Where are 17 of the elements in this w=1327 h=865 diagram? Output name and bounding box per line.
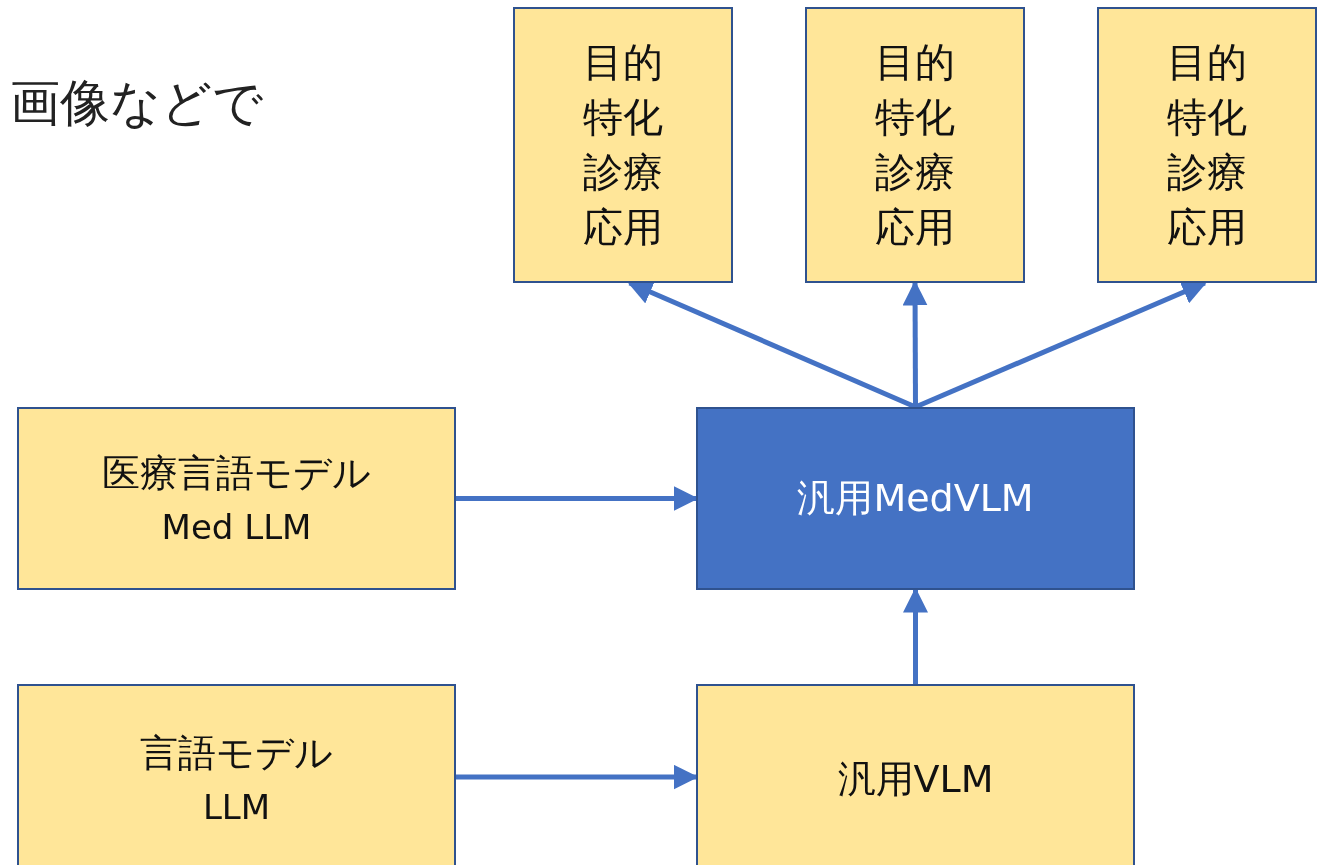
application-box (513, 7, 733, 283)
box-subtitle: LLM (202, 786, 271, 829)
heading-text: 画像などで (10, 73, 263, 134)
box-title: 医療言語モデル (102, 449, 371, 497)
application-box (1097, 7, 1317, 283)
box-title: 目的特化診療応用 (875, 37, 955, 253)
box-title: 汎用VLM (837, 755, 994, 803)
box-title: 言語モデル (140, 730, 333, 777)
box-title: 目的特化診療応用 (583, 37, 663, 253)
box-subtitle: Med LLM (161, 505, 312, 549)
model-box (17, 684, 456, 865)
model-box (696, 684, 1135, 865)
model-box (17, 407, 456, 590)
box-title: 汎用MedVLM (797, 475, 1034, 522)
box-title: 目的特化診療応用 (1167, 37, 1247, 253)
model-box (696, 407, 1135, 590)
application-box (805, 7, 1025, 283)
